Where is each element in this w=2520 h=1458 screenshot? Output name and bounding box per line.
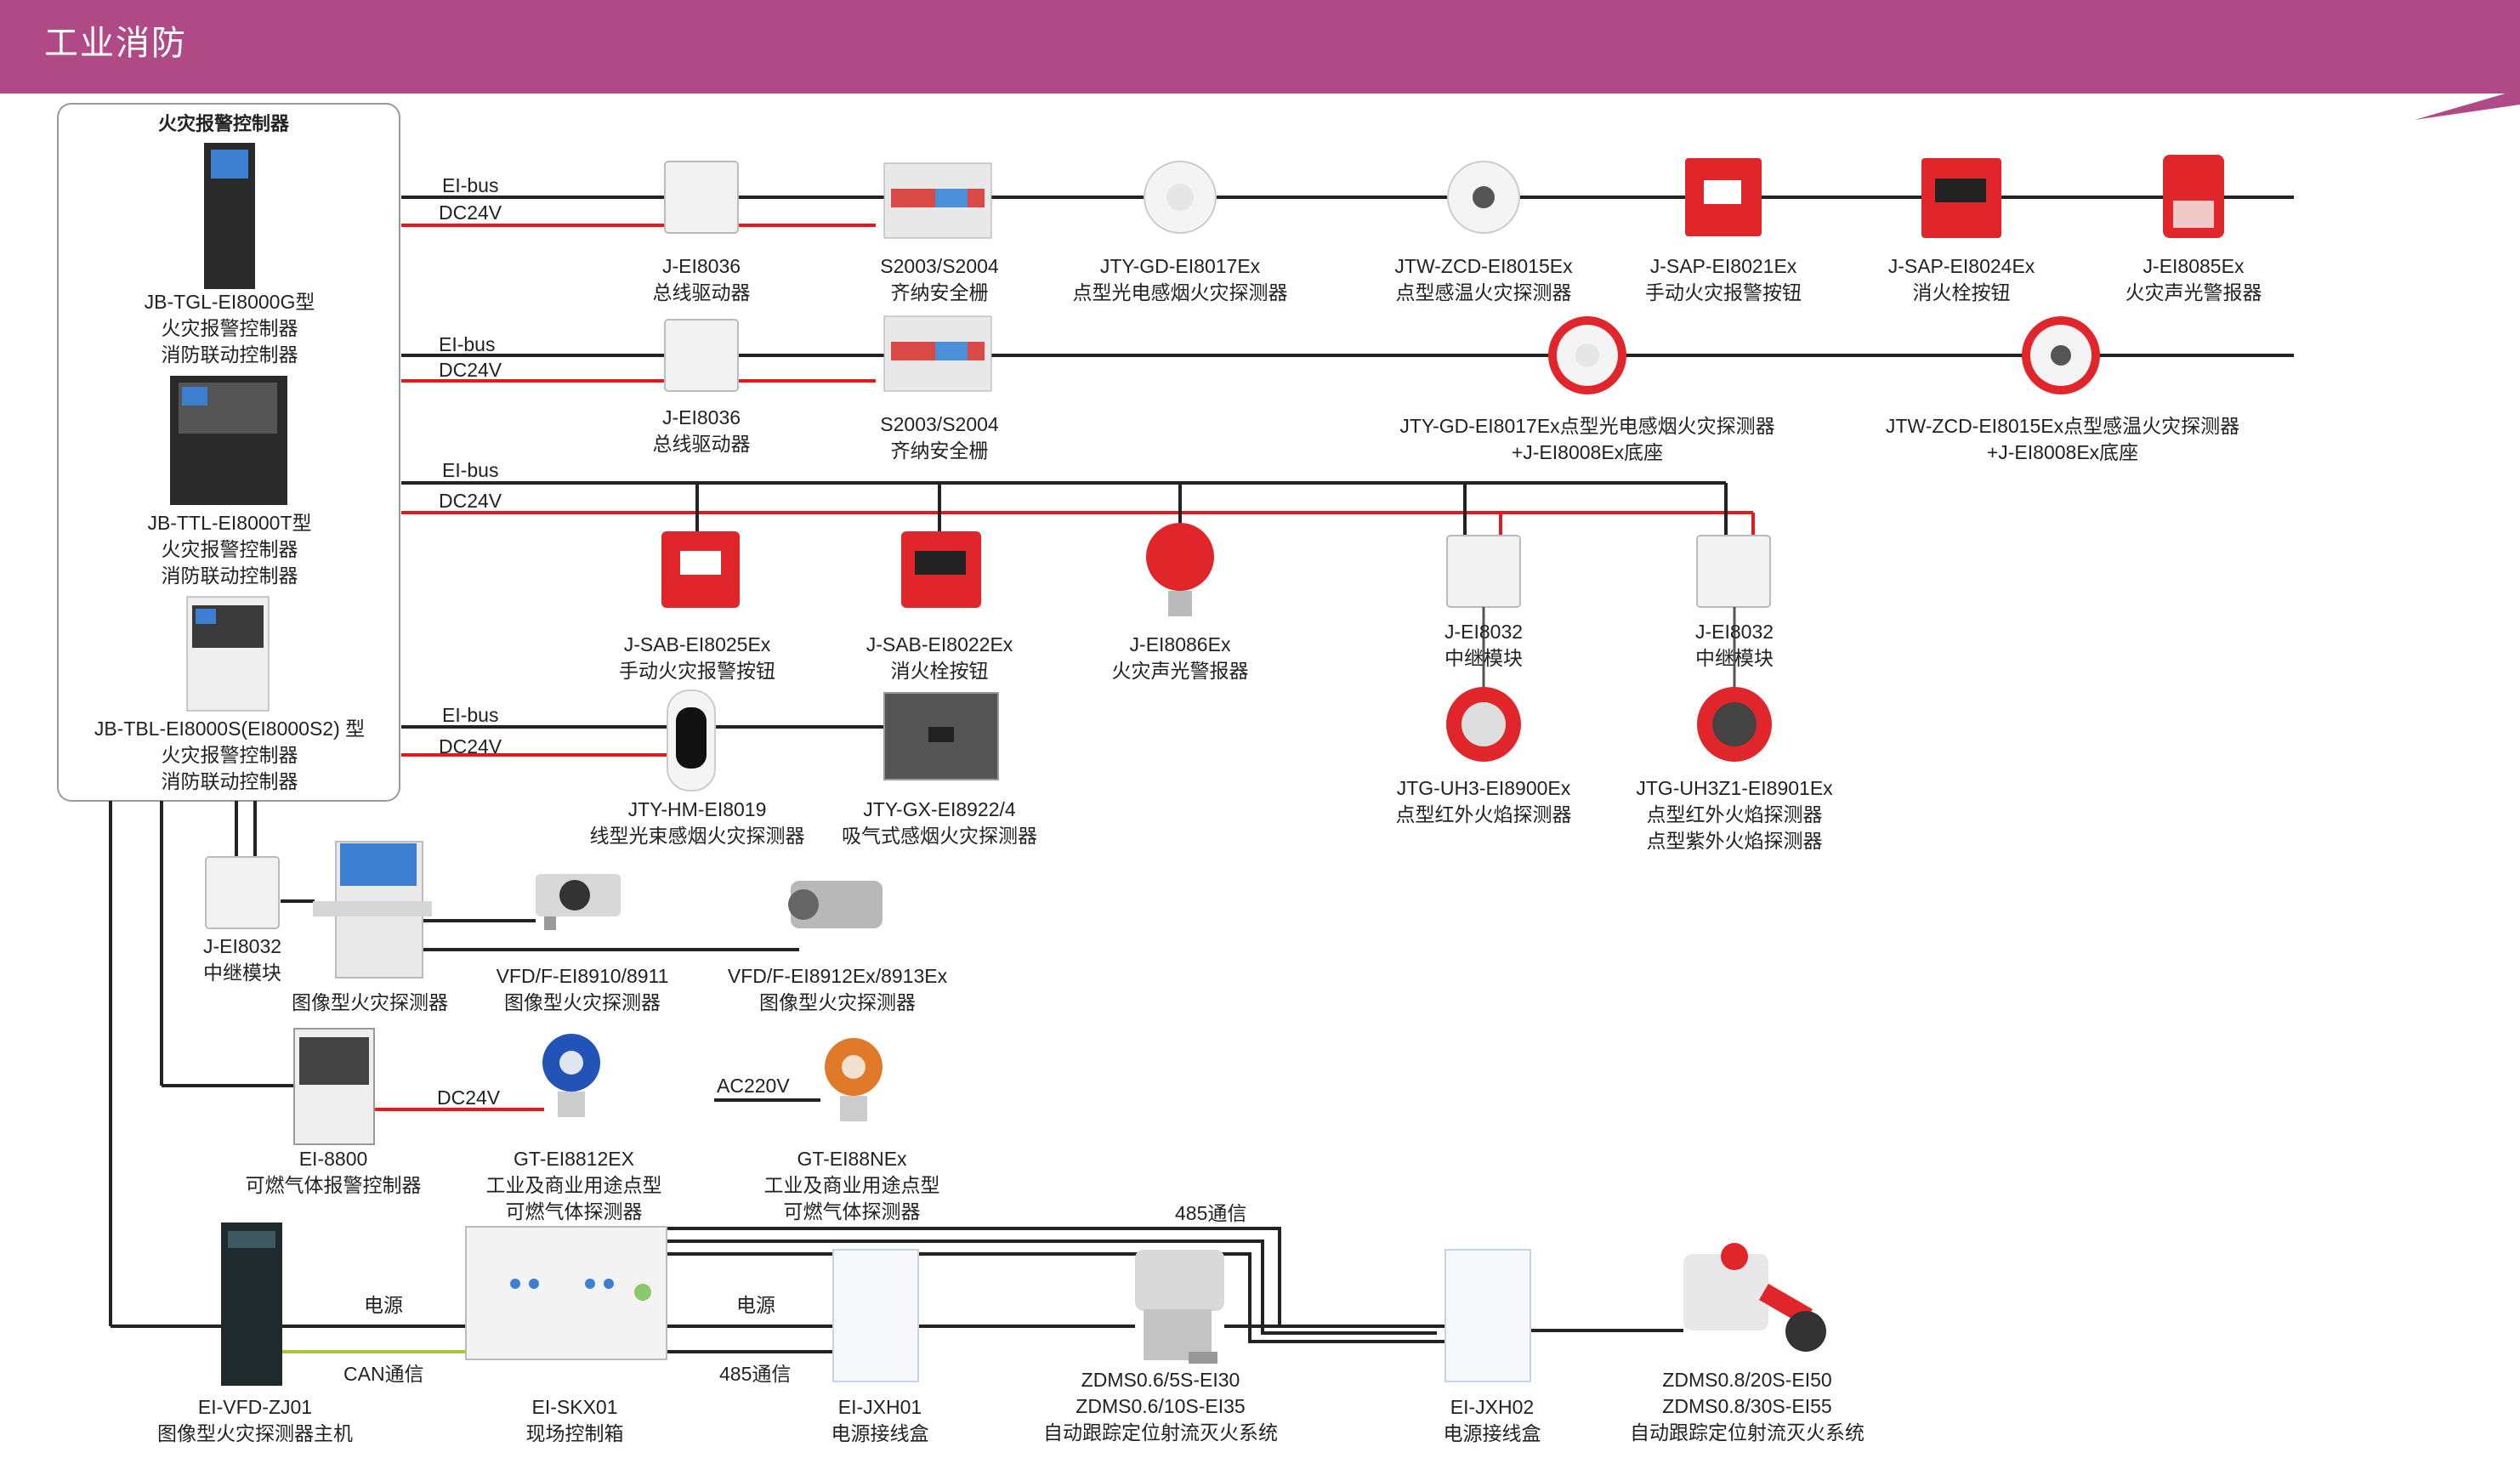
controller-label: JB-TGL-EI8000G型火灾报警控制器消防联动控制器: [144, 291, 315, 366]
page-title: 工业消防: [44, 25, 187, 62]
ac220v-label: AC220V: [717, 1075, 790, 1097]
controller-label: JB-TBL-EI8000S(EI8000S2) 型火灾报警控制器消防联动控制器: [94, 718, 366, 792]
rs485-label: 485通信: [719, 1363, 792, 1385]
flame-detector-icon: [1697, 687, 1772, 762]
junction-box-icon: [1444, 1249, 1531, 1382]
beam-detector-icon: [667, 689, 716, 791]
controller-label: JB-TTL-EI8000T型火灾报警控制器消防联动控制器: [147, 512, 312, 587]
camera-icon: [536, 874, 621, 930]
eibus-label: EI-bus: [442, 704, 499, 726]
camera-icon: [788, 881, 883, 928]
title-bar: 工业消防: [0, 0, 2520, 94]
hydrant-button-icon: [1921, 158, 2001, 238]
aspirating-detector-icon: [883, 692, 999, 780]
heat-detector-icon: [1447, 161, 1520, 234]
flame-detector-icon: [1446, 687, 1521, 762]
safety-barrier-icon: [883, 315, 992, 392]
safety-barrier-icon: [883, 162, 992, 239]
eibus-label: EI-bus: [442, 174, 499, 196]
smoke-detector-icon: [1144, 161, 1217, 234]
image-host-console-icon: [313, 841, 432, 979]
strobe-alarm-icon: [2163, 155, 2224, 238]
cabinet-icon: [170, 376, 287, 505]
power-label: 电源: [364, 1294, 403, 1316]
dc24v-label: DC24V: [439, 490, 502, 512]
gas-controller-icon: [293, 1028, 375, 1145]
relay-module-icon: [1446, 535, 1521, 608]
water-cannon-icon: [1135, 1250, 1224, 1364]
bus-driver-icon: [664, 161, 739, 234]
manual-call-point-icon: [661, 531, 740, 608]
device-label: JTW-ZCD-EI8015Ex点型感温火灾探测器+J-EI8008Ex底座: [1885, 415, 2240, 463]
power-label: 电源: [736, 1294, 775, 1316]
junction-box-icon: [832, 1249, 919, 1382]
rs485-label: 485通信: [1175, 1202, 1247, 1224]
eibus-label: EI-bus: [442, 459, 499, 481]
device-label: 图像型火灾探测器: [292, 991, 448, 1013]
controller-box-title: 火灾报警控制器: [158, 113, 290, 134]
heat-detector-icon: [2022, 316, 2100, 394]
cabinet-icon: [221, 1223, 282, 1386]
can-label: CAN通信: [343, 1363, 424, 1385]
dc24v-label: DC24V: [439, 735, 502, 757]
field-control-box-icon: [465, 1226, 667, 1360]
gas-detector-icon: [542, 1034, 600, 1117]
cabinet-icon: [186, 596, 270, 712]
manual-call-point-icon: [1685, 158, 1762, 236]
smoke-detector-icon: [1548, 316, 1626, 394]
relay-module-icon: [1696, 535, 1771, 608]
corner-decoration: [2415, 89, 2520, 120]
cabinet-icon: [204, 143, 255, 289]
controller-frame: [57, 103, 400, 802]
water-cannon-icon: [1683, 1243, 1826, 1352]
hydrant-button-icon: [901, 531, 981, 608]
eibus-label: EI-bus: [439, 333, 496, 355]
relay-module-icon: [205, 856, 280, 929]
dc24v-label: DC24V: [439, 359, 502, 381]
device-label: JTY-GD-EI8017Ex点型光电感烟火灾探测器+J-EI8008Ex底座: [1399, 415, 1775, 463]
strobe-alarm-icon: [1146, 523, 1214, 616]
gas-detector-icon: [825, 1038, 883, 1121]
bus-driver-icon: [664, 319, 739, 392]
dc24v-label: DC24V: [437, 1086, 501, 1109]
dc24v-label: DC24V: [439, 201, 502, 224]
